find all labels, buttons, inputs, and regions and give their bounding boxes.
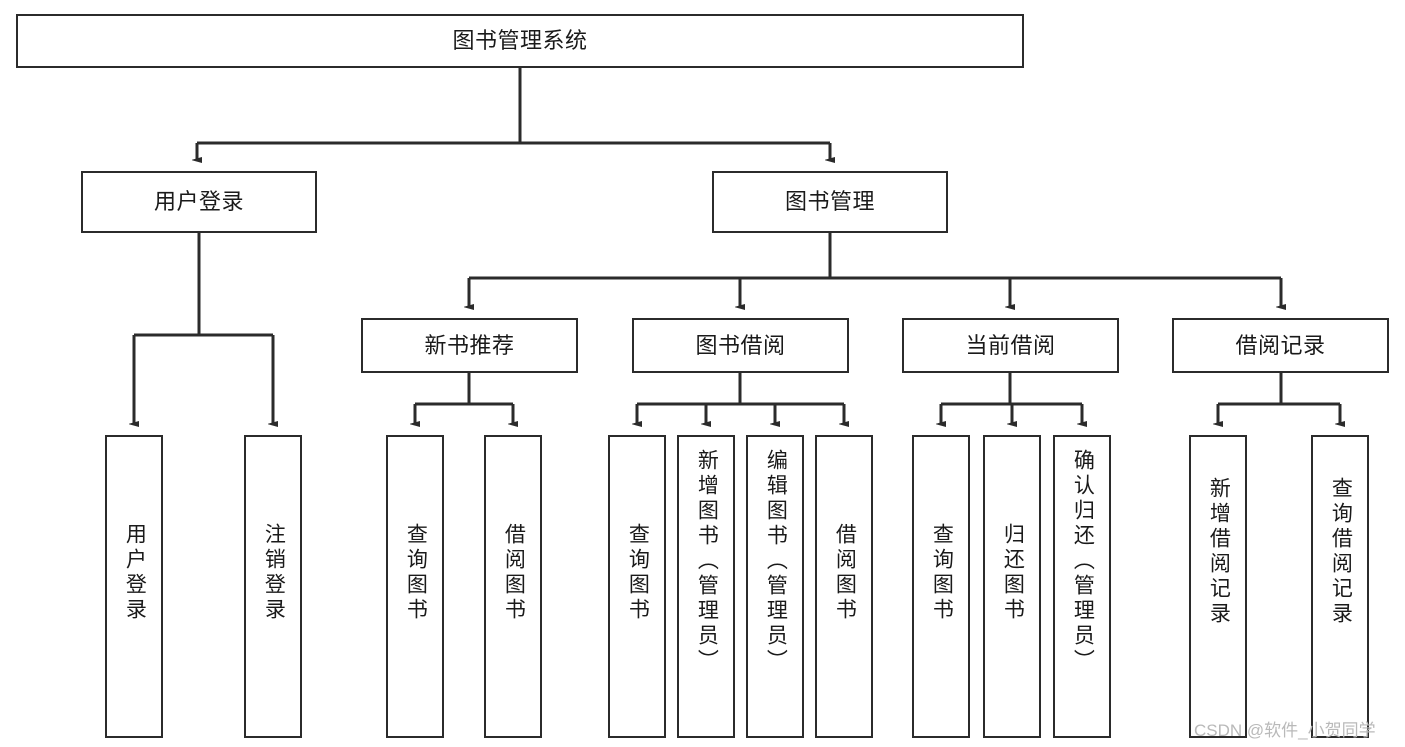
watermark-credit: CSDN @软件_小贺同学: [1194, 721, 1376, 740]
node-leaf-query-book-recommend-label: 查询图书: [404, 523, 428, 623]
node-new-book-recommend[interactable]: 新书推荐: [361, 318, 578, 373]
node-leaf-logout-label: 注销登录: [262, 523, 286, 623]
node-leaf-edit-book-admin-label: 编辑图书（管理员）: [764, 449, 788, 674]
node-leaf-user-login[interactable]: 用户登录: [105, 435, 163, 738]
node-leaf-query-book-current[interactable]: 查询图书: [912, 435, 970, 738]
node-leaf-query-borrow-record[interactable]: 查询借阅记录: [1311, 435, 1369, 738]
node-current-borrow-label: 当前借阅: [965, 332, 1056, 358]
node-leaf-add-book-admin[interactable]: 新增图书（管理员）: [677, 435, 735, 738]
node-borrow-record-label: 借阅记录: [1235, 332, 1326, 358]
node-leaf-query-borrow-record-label: 查询借阅记录: [1329, 477, 1353, 627]
node-leaf-borrow-book-recommend-label: 借阅图书: [502, 523, 526, 623]
node-book-borrow[interactable]: 图书借阅: [632, 318, 849, 373]
node-leaf-borrow-book-recommend[interactable]: 借阅图书: [484, 435, 542, 738]
node-book-manage[interactable]: 图书管理: [712, 171, 948, 233]
node-book-manage-label: 图书管理: [784, 189, 875, 214]
node-leaf-confirm-return-admin[interactable]: 确认归还（管理员）: [1053, 435, 1111, 738]
node-leaf-return-book-label: 归还图书: [1001, 523, 1025, 623]
node-borrow-record[interactable]: 借阅记录: [1172, 318, 1389, 373]
node-leaf-return-book[interactable]: 归还图书: [983, 435, 1041, 738]
node-book-borrow-label: 图书借阅: [695, 332, 786, 358]
node-leaf-query-book-current-label: 查询图书: [930, 523, 954, 623]
node-leaf-add-borrow-record[interactable]: 新增借阅记录: [1189, 435, 1247, 738]
node-current-borrow[interactable]: 当前借阅: [902, 318, 1119, 373]
node-leaf-query-book-recommend[interactable]: 查询图书: [386, 435, 444, 738]
node-root-label: 图书管理系统: [452, 28, 588, 53]
node-leaf-user-login-label: 用户登录: [123, 523, 147, 623]
node-leaf-add-borrow-record-label: 新增借阅记录: [1207, 477, 1231, 627]
node-leaf-logout[interactable]: 注销登录: [244, 435, 302, 738]
node-leaf-query-book-borrow-label: 查询图书: [626, 523, 650, 623]
node-leaf-borrow-book[interactable]: 借阅图书: [815, 435, 873, 738]
node-leaf-confirm-return-admin-label: 确认归还（管理员）: [1071, 449, 1095, 674]
node-leaf-edit-book-admin[interactable]: 编辑图书（管理员）: [746, 435, 804, 738]
node-user-login[interactable]: 用户登录: [81, 171, 317, 233]
node-new-book-recommend-label: 新书推荐: [424, 332, 515, 358]
node-leaf-add-book-admin-label: 新增图书（管理员）: [695, 449, 719, 674]
node-leaf-borrow-book-label: 借阅图书: [833, 523, 857, 623]
node-leaf-query-book-borrow[interactable]: 查询图书: [608, 435, 666, 738]
node-user-login-label: 用户登录: [153, 189, 244, 214]
node-root[interactable]: 图书管理系统: [16, 14, 1024, 68]
